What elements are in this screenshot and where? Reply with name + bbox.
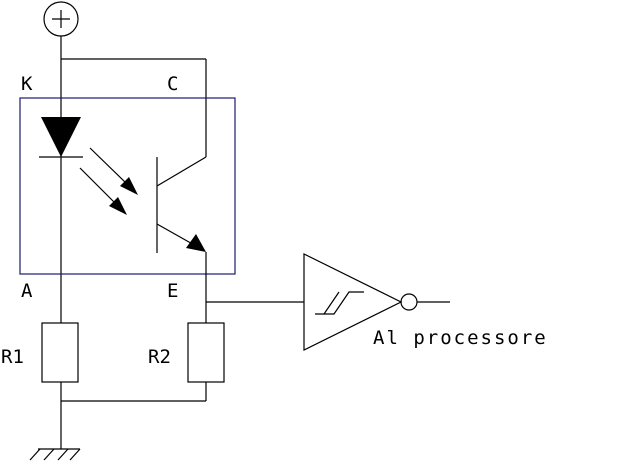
led-diode-icon xyxy=(39,117,83,158)
label-r1: R1 xyxy=(1,346,24,368)
npn-phototransistor-icon xyxy=(156,156,207,323)
label-emitter: E xyxy=(167,280,179,302)
light-arrows-icon xyxy=(79,147,138,215)
label-r2: R2 xyxy=(148,346,171,368)
label-anode: A xyxy=(21,280,33,302)
supply-terminal-icon xyxy=(43,1,79,37)
label-cathode: K xyxy=(21,73,33,95)
resistor-r2 xyxy=(187,322,225,383)
optocoupler-box xyxy=(19,97,236,275)
schmitt-trigger-inverter-icon xyxy=(303,253,450,351)
label-output: Al processore xyxy=(373,327,548,349)
resistor-r1 xyxy=(41,322,79,383)
ground-icon xyxy=(29,448,81,461)
label-collector: C xyxy=(167,73,179,95)
